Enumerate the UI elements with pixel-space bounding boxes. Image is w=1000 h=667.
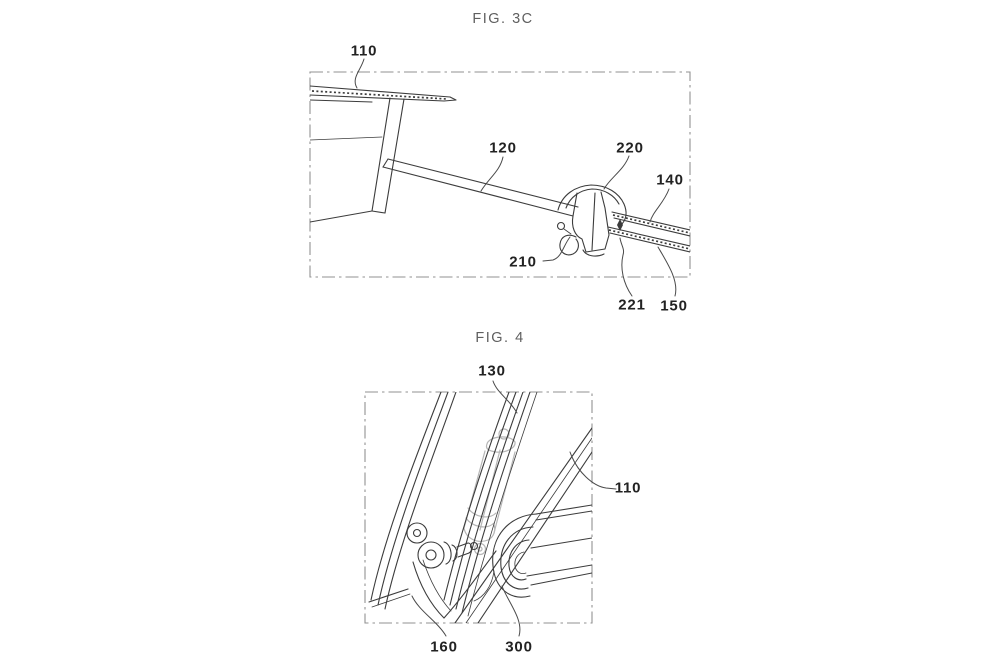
fig3c-frame-border: [310, 72, 690, 277]
fig4-bracket: [413, 551, 496, 618]
ref-label-fig3c-140: 140: [656, 171, 684, 189]
fig4-frame-bar: [455, 428, 592, 623]
fig4-title: FIG. 4: [475, 330, 525, 346]
fig4-left-rails: [369, 392, 456, 609]
fig4-right-rails: [527, 505, 592, 585]
fig3c-guide-rails: [608, 212, 690, 252]
fig3c-panel: [310, 86, 456, 102]
fig4-bolt: [407, 523, 478, 568]
fig3c-link-rod: [383, 159, 578, 216]
ref-label-fig3c-120: 120: [489, 139, 517, 157]
fig4-middle-rails: [444, 392, 537, 616]
ref-label-fig4-160: 160: [430, 638, 458, 656]
fig4-leader-lines: [412, 381, 616, 636]
ref-label-fig4-130: 130: [478, 362, 506, 380]
fig3c-title: FIG. 3C: [472, 11, 534, 27]
ref-label-fig4-300: 300: [505, 638, 533, 656]
fig3c-artwork: [310, 86, 690, 256]
ref-label-fig3c-110: 110: [350, 42, 378, 60]
fig3c-pivot-joint: [558, 185, 627, 256]
ref-label-fig4-110: 110: [614, 479, 642, 497]
fig3c-leader-lines: [355, 59, 676, 296]
ref-label-fig3c-220: 220: [616, 139, 644, 157]
fig4-artwork: [369, 392, 592, 623]
fig4-frame-border: [365, 392, 592, 623]
fig4-roller-curl: [474, 514, 537, 601]
fig3c-support-leg: [310, 98, 404, 222]
ref-label-fig3c-221: 221: [618, 296, 646, 314]
ref-label-fig3c-150: 150: [660, 297, 688, 315]
ref-label-fig3c-210: 210: [509, 253, 537, 271]
